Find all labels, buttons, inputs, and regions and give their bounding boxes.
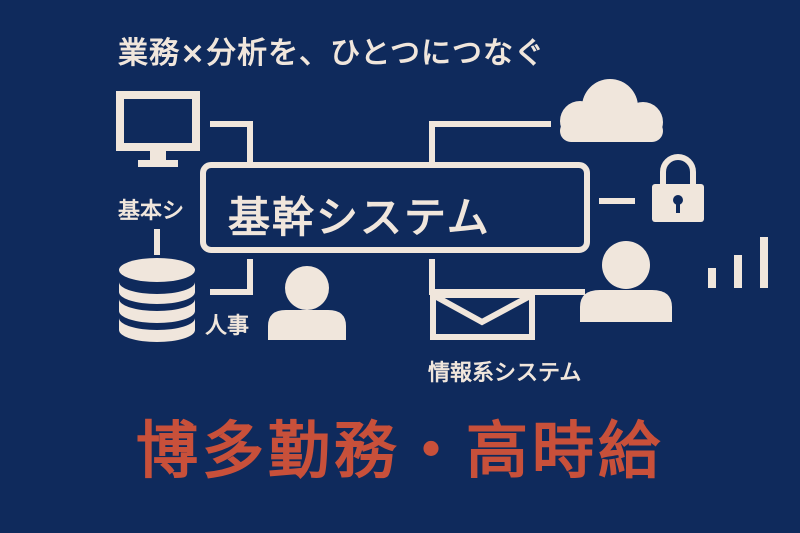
connector-top-right <box>429 121 551 163</box>
connector-top-left <box>210 121 253 163</box>
connector-bottom-left <box>210 259 253 295</box>
lock-icon <box>652 154 704 222</box>
monitor-icon <box>116 91 200 167</box>
tagline: 業務×分析を、ひとつにつなぐ <box>118 36 546 71</box>
user-icon <box>268 266 346 340</box>
user-large-icon <box>580 241 672 322</box>
signal-bars-icon <box>708 237 768 288</box>
basic-system-label: 基本シ <box>118 199 185 224</box>
core-system-label: 基幹システム <box>228 193 491 242</box>
connector-bottom-right <box>429 259 585 295</box>
cloud-icon <box>560 79 663 142</box>
envelope-icon <box>430 292 535 340</box>
headline: 博多勤務・高時給 <box>135 414 664 487</box>
core-system-box <box>200 162 590 253</box>
info-system-label: 情報系システム <box>428 361 582 386</box>
hr-label: 人事 <box>205 314 250 339</box>
database-icon <box>119 258 195 342</box>
